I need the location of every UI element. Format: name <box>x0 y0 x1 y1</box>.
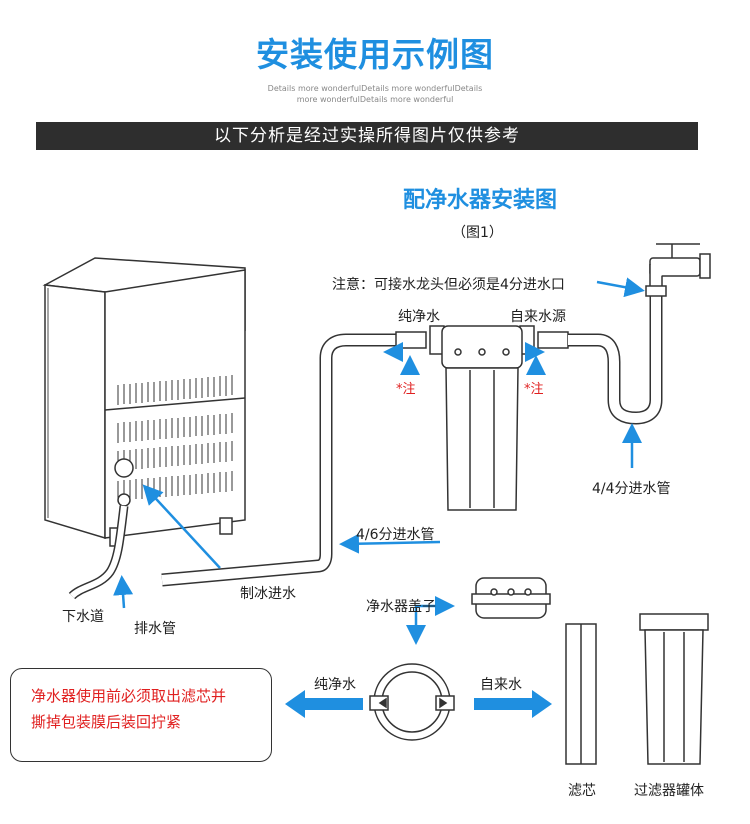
note-marker-left: *注 <box>396 382 416 397</box>
filter-core-drawing <box>565 623 597 765</box>
inlet-pipe-46-label: 4/6分进水管 <box>356 527 435 543</box>
faucet <box>645 243 711 297</box>
drain-pipe-label: 排水管 <box>134 621 176 637</box>
filter-core-label: 滤芯 <box>568 783 596 799</box>
tap-water-source-label: 自来水源 <box>510 309 566 325</box>
pure-water-out-label: 纯净水 <box>314 677 356 693</box>
warning-box: 净水器使用前必须取出滤芯并 撕掉包装膜后装回拧紧 <box>10 668 272 762</box>
tap-water-in-label: 自来水 <box>480 677 522 693</box>
drain-label: 下水道 <box>62 609 104 625</box>
water-filter <box>395 325 569 511</box>
notice-label: 注意：可接水龙头但必须是4分进水口 <box>332 277 565 293</box>
filter-housing-label: 过滤器罐体 <box>634 783 704 799</box>
ice-inlet-label: 制冰进水 <box>240 586 296 602</box>
warning-line-2: 撕掉包装膜后装回拧紧 <box>31 713 182 731</box>
note-marker-right: *注 <box>524 382 544 397</box>
filter-cap-top-view <box>369 663 455 741</box>
subtitle-line-2: more wonderfulDetails more wonderful <box>296 95 454 104</box>
pure-water-label: 纯净水 <box>398 309 440 325</box>
filter-housing-drawing <box>639 613 709 765</box>
drain-port <box>117 493 131 507</box>
subtitle-line-1: Details more wonderfulDetails more wonde… <box>267 84 483 93</box>
disclaimer-banner: 以下分析是经过实操所得图片仅供参考 <box>36 122 698 150</box>
ice-machine <box>42 257 246 547</box>
diagram-heading: 配净水器安装图 <box>402 188 557 213</box>
warning-line-1: 净水器使用前必须取出滤芯并 <box>31 687 227 705</box>
inlet-pipe-44-label: 4/4分进水管 <box>592 481 671 497</box>
water-inlet-port <box>114 458 134 478</box>
page-title: 安装使用示例图 <box>256 35 494 74</box>
big-arrows <box>285 690 552 718</box>
filter-cap-drawing <box>471 577 551 619</box>
machine-vents <box>117 375 233 502</box>
pointer-arrows <box>113 277 645 645</box>
figure-label: （图1） <box>452 225 503 241</box>
filter-cap-label: 净水器盖子 <box>366 599 436 615</box>
